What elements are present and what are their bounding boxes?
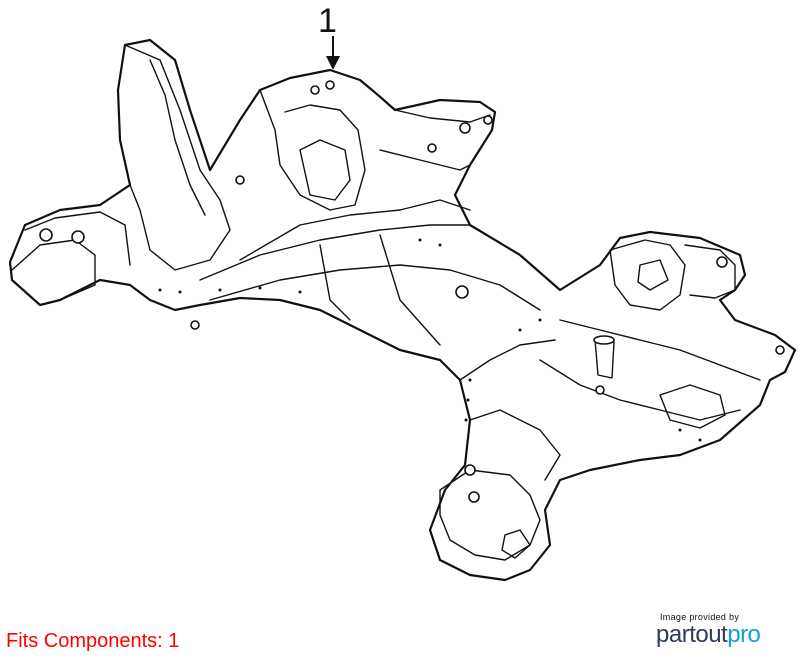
callout-number: 1 xyxy=(318,2,337,40)
front-crossmember xyxy=(8,38,797,582)
callout-arrow xyxy=(326,36,340,70)
rivet-dots xyxy=(158,238,702,442)
image-credit: Image provided by partoutpro xyxy=(656,612,796,648)
brand-accent: pro xyxy=(727,621,761,648)
fits-components-text: Fits Components: 1 xyxy=(6,630,180,652)
brand-part: partout xyxy=(656,621,728,648)
bolt-holes xyxy=(39,80,785,503)
credit-caption: Image provided by xyxy=(660,612,740,622)
partoutpro-logo: partoutpro xyxy=(656,622,796,648)
